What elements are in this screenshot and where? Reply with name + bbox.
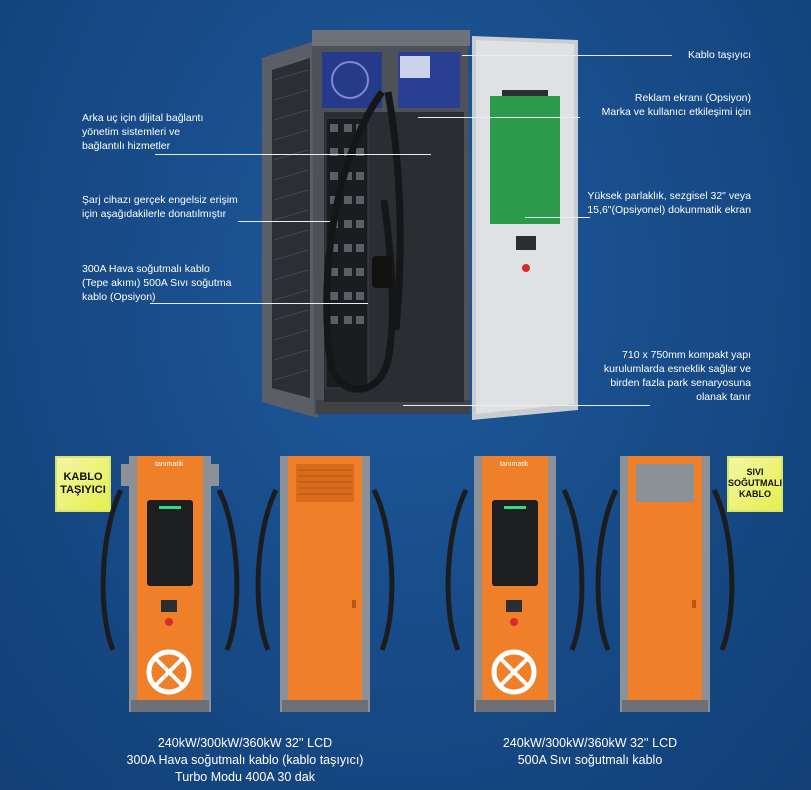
brand-logo-text: tanımatik <box>500 461 529 468</box>
callout-line <box>525 217 590 218</box>
cabinet-left-door <box>262 40 318 418</box>
callout-cable-carrier: Kablo taşıyıcı <box>687 49 751 61</box>
emergency-button-icon <box>522 264 530 272</box>
brand-logo-text: tanımatik <box>155 461 184 468</box>
caption-air-cooled-model: 240kW/300kW/360kW 32'' LCD 300A Hava soğ… <box>126 736 364 784</box>
charger-front-liquid-cooled <box>445 456 585 712</box>
callout-line <box>238 221 330 222</box>
callout-line <box>403 405 650 406</box>
caption-liquid-cooled-model: 240kW/300kW/360kW 32'' LCD 500A Sıvı soğ… <box>502 736 678 767</box>
callout-touch-screen: Yüksek parlaklık, sezgisel 32" veya 15,6… <box>587 190 751 216</box>
callout-line <box>155 154 431 155</box>
callout-line <box>150 303 368 304</box>
charger-front-air-cooled <box>100 456 240 712</box>
callout-ad-screen: Reklam ekranı (Opsiyon) Marka ve kullanı… <box>601 92 751 118</box>
callout-cable-options: 300A Hava soğutmalı kablo (Tepe akımı) 5… <box>82 263 232 303</box>
callout-digital-backend: Arka uç için dijital bağlantı yönetim si… <box>82 112 204 152</box>
charger-back-air-cooled <box>255 456 395 712</box>
callout-line <box>462 55 672 56</box>
charger-back-liquid-cooled <box>595 456 735 712</box>
callout-line <box>418 117 580 118</box>
callout-accessibility: Şarj cihazı gerçek engelsiz erişim için … <box>82 194 238 220</box>
open-charger-cabinet-illustration <box>262 30 578 420</box>
cabinet-body <box>312 30 470 414</box>
cable-carrier-badge: KABLO TAŞIYICI <box>55 456 111 512</box>
callout-compact-structure: 710 x 750mm kompakt yapı kurulumlarda es… <box>603 349 751 403</box>
advertising-screen <box>490 96 560 224</box>
cabinet-right-door <box>472 36 578 420</box>
liquid-cooled-cable-badge: SIVI SOĞUTMALI KABLO <box>727 456 783 512</box>
